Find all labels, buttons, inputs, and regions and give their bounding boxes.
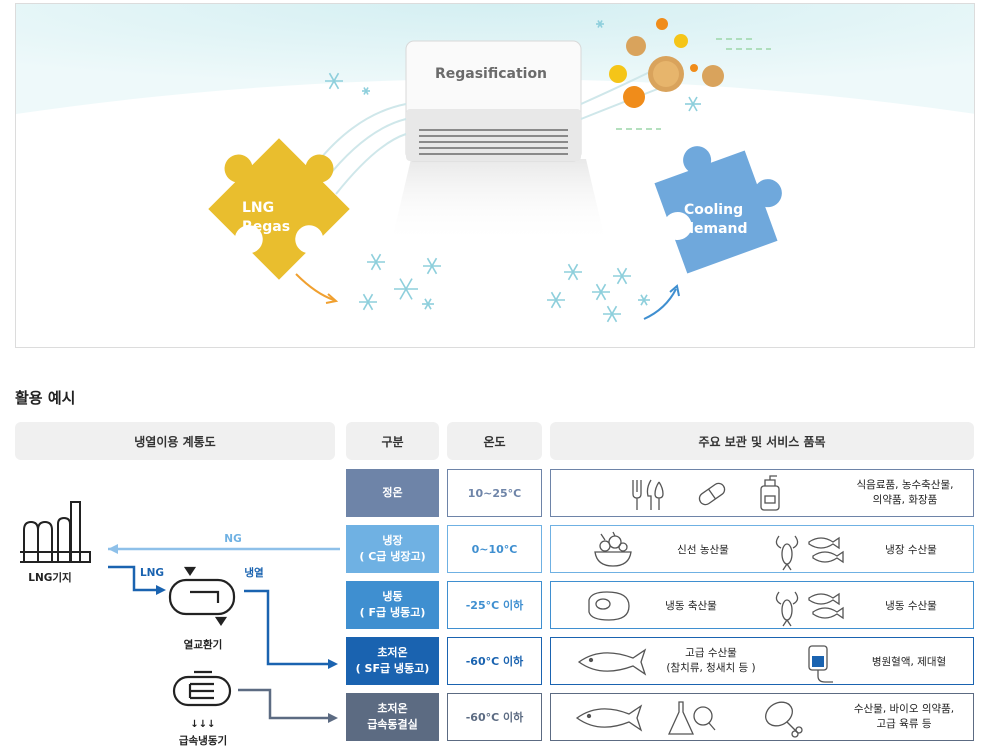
- category-frozen: 냉동 ( F급 냉동고): [346, 581, 439, 629]
- lng-piece-label: LNG Regas: [242, 199, 290, 237]
- items-ultra-low-text-2: 병원혈액, 제대혈: [871, 656, 947, 668]
- cold-line: [244, 589, 330, 666]
- items-chilled: 신선 농산물 냉장 수산물: [550, 525, 974, 573]
- freezer-arrows-icon: ↓↓↓: [190, 719, 215, 730]
- meat-icon: [588, 591, 630, 621]
- quick-freezer-label: 급속냉동기: [179, 734, 227, 747]
- hero-graphic: [16, 4, 974, 323]
- cold-label: 냉열: [244, 566, 263, 579]
- header-temperature: 온도: [447, 422, 542, 460]
- lng-piece-line1: LNG: [242, 200, 275, 216]
- system-diagram: LNG기지 NG LNG 열교환기 냉열 ↓↓↓ 급속냉동기: [20, 501, 340, 747]
- items-ultra-low-line2: (참치류, 청새치 등 ): [666, 662, 756, 674]
- items-frozen: 냉동 축산물 냉동 수산물: [550, 581, 974, 629]
- lng-puzzle-piece: [208, 138, 350, 280]
- temp-quick-freeze: -60°C 이하: [447, 693, 542, 741]
- category-sublabel: ( C급 냉장고): [359, 550, 426, 563]
- blue-arrow-icon: [643, 288, 677, 320]
- category-sublabel: ( SF급 냉동고): [355, 662, 430, 675]
- category-quick-freeze: 초저온 급속동결실: [346, 693, 439, 741]
- items-room-icons: [632, 475, 780, 511]
- regas-title: Regasification: [434, 66, 548, 82]
- cooling-piece-line1: Cooling: [684, 202, 744, 218]
- category-label: 초저온: [377, 702, 408, 715]
- items-room-line2: 의약품, 화장품: [872, 494, 938, 506]
- snowflake-icons: [325, 20, 701, 323]
- items-frozen-icons: [588, 591, 844, 627]
- lab-flask-icon: [667, 701, 716, 735]
- pill-icon: [698, 482, 726, 506]
- cooling-piece-label: Cooling demand: [684, 201, 748, 239]
- cooling-piece-line2: demand: [684, 221, 748, 237]
- items-chilled-text-1: 신선 농산물: [677, 544, 729, 556]
- items-frozen-text-2: 냉동 수산물: [885, 600, 937, 612]
- cutlery-icon: [632, 479, 664, 510]
- temp-chilled: 0~10°C: [447, 525, 542, 573]
- lng-base-label: LNG기지: [28, 571, 71, 584]
- temp-frozen: -25°C 이하: [447, 581, 542, 629]
- category-room-temp: 정온: [346, 469, 439, 517]
- lng-label: LNG: [140, 567, 164, 579]
- lng-line: [108, 565, 160, 592]
- orange-arrow-icon: [295, 273, 335, 301]
- airflow: [391, 159, 606, 244]
- quick-freezer-icon: [172, 670, 232, 707]
- temp-room: 10~25°C: [447, 469, 542, 517]
- items-ultra-low: 고급 수산물 (참치류, 청새치 등 ) 병원혈액, 제대혈: [550, 637, 974, 685]
- category-sublabel: ( F급 냉동고): [359, 606, 426, 619]
- drumstick-icon: [765, 701, 803, 738]
- bottle-icon: [760, 475, 780, 511]
- hero-illustration: Regasification LNG Regas Cooling demand: [15, 3, 975, 348]
- items-quick-freeze-icons: [575, 701, 803, 738]
- category-label: 정온: [382, 486, 403, 499]
- dashed-lines: [616, 38, 771, 130]
- items-frozen-text-1: 냉동 축산물: [665, 600, 717, 612]
- items-quick-freeze: 수산물, 바이오 의약품, 고급 육류 등: [550, 693, 974, 741]
- temp-ultra-low: -60°C 이하: [447, 637, 542, 685]
- heat-exchanger-icon: [168, 566, 236, 626]
- fish-icon: [808, 592, 844, 620]
- vegetable-bowl-icon: [594, 531, 632, 567]
- fish-icon: [808, 536, 844, 564]
- tuna-icon: [577, 648, 647, 676]
- items-room: 식음료품, 농수축산물, 의약품, 화장품: [550, 469, 974, 517]
- header-system: 냉열이용 계통도: [15, 422, 335, 460]
- lng-base-icon: [20, 501, 91, 563]
- items-ultra-low-text: 고급 수산물 (참치류, 청새치 등 ): [651, 646, 771, 676]
- header-category: 구분: [346, 422, 439, 460]
- items-room-line1: 식음료품, 농수축산물,: [856, 479, 954, 491]
- items-ultra-low-line1: 고급 수산물: [685, 647, 737, 659]
- regas-vent-icon: [419, 129, 568, 155]
- items-chilled-text-2: 냉장 수산물: [885, 544, 937, 556]
- category-label: 냉장: [382, 534, 403, 547]
- header-items: 주요 보관 및 서비스 품목: [550, 422, 974, 460]
- freezer-line: [238, 688, 330, 720]
- category-chilled: 냉장 ( C급 냉장고): [346, 525, 439, 573]
- lng-piece-line2: Regas: [242, 219, 291, 235]
- coins-icon: [609, 18, 724, 108]
- fish-icon: [575, 704, 643, 732]
- items-quick-freeze-line2: 고급 육류 등: [876, 718, 932, 730]
- cooling-puzzle-piece: [654, 146, 782, 274]
- ng-label: NG: [224, 533, 241, 545]
- heat-exchanger-label: 열교환기: [184, 638, 223, 651]
- lobster-icon: [775, 535, 799, 571]
- section-title: 활용 예시: [15, 389, 76, 407]
- items-room-text: 식음료품, 농수축산물, 의약품, 화장품: [839, 478, 971, 508]
- category-label: 초저온: [377, 646, 408, 659]
- category-sublabel: 급속동결실: [367, 718, 418, 731]
- items-quick-freeze-line1: 수산물, 바이오 의약품,: [853, 703, 955, 715]
- lobster-icon: [775, 591, 799, 627]
- category-label: 냉동: [382, 590, 403, 603]
- category-ultra-low: 초저온 ( SF급 냉동고): [346, 637, 439, 685]
- items-chilled-icons: [594, 531, 844, 571]
- items-quick-freeze-text: 수산물, 바이오 의약품, 고급 육류 등: [837, 702, 971, 732]
- blood-bag-icon: [808, 645, 833, 683]
- items-ultra-low-icons: [577, 645, 833, 683]
